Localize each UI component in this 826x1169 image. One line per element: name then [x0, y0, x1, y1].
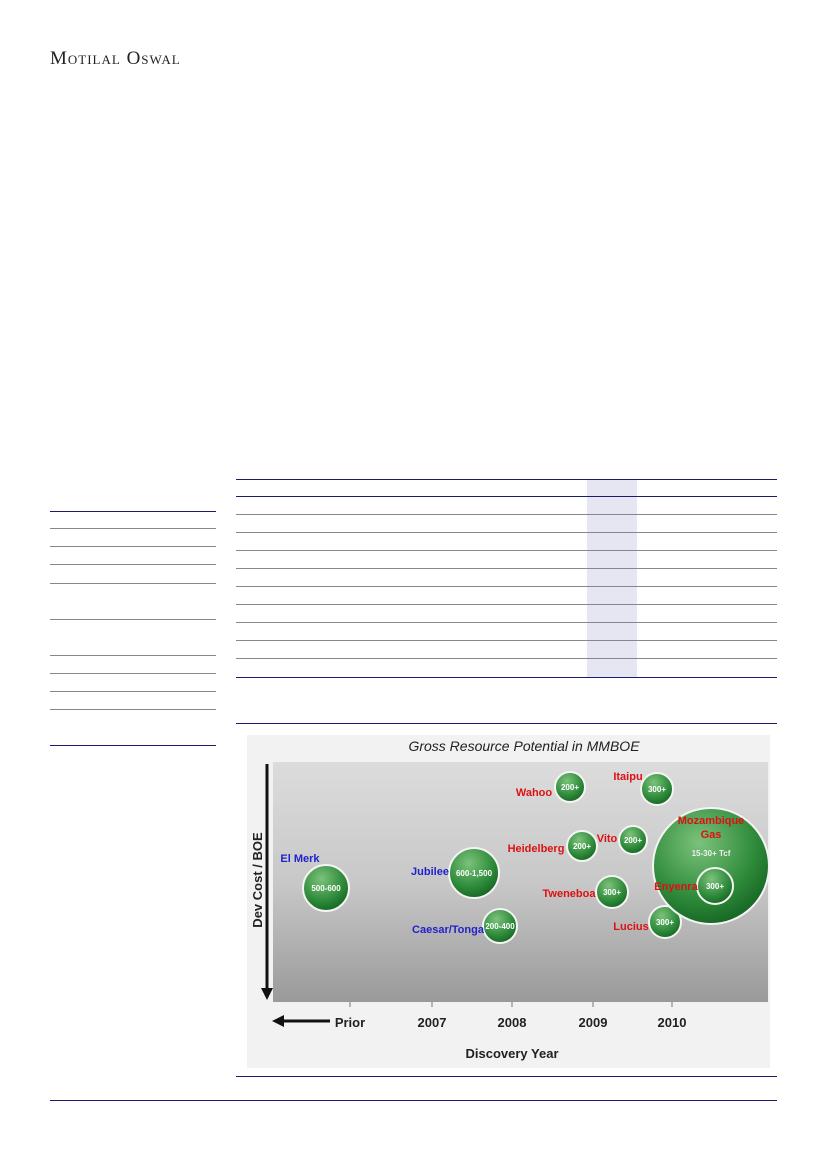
- highlight-column: [587, 480, 637, 677]
- bubble-jubilee: Jubilee 600-1,500: [411, 847, 500, 899]
- bubble-itaipu: Itaipu 300+: [613, 771, 674, 806]
- bubble-vito: Vito 200+: [597, 825, 648, 855]
- divider: [50, 528, 216, 529]
- bubble-value: 300+: [648, 785, 666, 794]
- bubble-el-merk: El Merk 500-600: [280, 853, 350, 912]
- bubble-label: Tweneboa: [543, 888, 597, 900]
- bubble-mark: [554, 771, 586, 803]
- bubble-label: El Merk: [280, 853, 320, 865]
- x-tick-label: Prior: [335, 1015, 365, 1030]
- divider: [236, 514, 777, 515]
- bubble-wahoo: Wahoo 200+: [516, 771, 586, 803]
- bubble-value: 600-1,500: [456, 869, 493, 878]
- bubble-label: Vito: [597, 833, 618, 845]
- divider: [50, 709, 216, 710]
- x-tick-label: 2010: [658, 1015, 687, 1030]
- bubble-mark: [640, 772, 674, 806]
- divider: [50, 619, 216, 620]
- x-tick-label: 2007: [418, 1015, 447, 1030]
- divider: [236, 586, 777, 587]
- bubble-label: Lucius: [613, 921, 648, 933]
- divider: [50, 1100, 777, 1101]
- bubble-label: Wahoo: [516, 787, 553, 799]
- bubble-value: 300+: [706, 882, 724, 891]
- bubble-value: 200+: [573, 842, 591, 851]
- bubble-label: Heidelberg: [508, 843, 565, 855]
- bubble-mark: [618, 825, 648, 855]
- divider: [50, 564, 216, 565]
- bubble-value: 500-600: [311, 884, 341, 893]
- divider: [50, 691, 216, 692]
- bubble-value: 15-30+ Tcf: [692, 849, 731, 858]
- x-tick-label: 2008: [498, 1015, 527, 1030]
- divider: [236, 496, 777, 497]
- bubble-mark: [302, 864, 350, 912]
- divider: [236, 550, 777, 551]
- bubble-value: 300+: [603, 888, 621, 897]
- divider: [50, 745, 216, 746]
- bubble-lucius: Lucius 300+: [613, 905, 682, 939]
- bubble-mark: [566, 830, 598, 862]
- divider: [50, 673, 216, 674]
- bubble-tweneboa: Tweneboa 300+: [543, 875, 629, 909]
- divider: [236, 1076, 777, 1077]
- chart-title: Gross Resource Potential in MMBOE: [408, 738, 640, 754]
- bubble-mark: [448, 847, 500, 899]
- left-arrow-icon: [272, 1015, 284, 1027]
- x-axis-label: Discovery Year: [466, 1046, 559, 1061]
- bubble-value: 200+: [624, 836, 642, 845]
- divider: [236, 604, 777, 605]
- divider: [236, 640, 777, 641]
- bubble-mark: [482, 908, 518, 944]
- divider: [50, 583, 216, 584]
- bubble-mark: [595, 875, 629, 909]
- divider: [236, 658, 777, 659]
- divider: [236, 723, 777, 724]
- y-axis-label: Dev Cost / BOE: [250, 832, 265, 928]
- divider: [236, 677, 777, 678]
- bubble-mark: [648, 905, 682, 939]
- bubble-label: Enyenra: [654, 881, 698, 893]
- bubble-mark: [652, 807, 770, 925]
- down-arrow-icon: [261, 988, 273, 1000]
- divider: [236, 622, 777, 623]
- brand-logo: Motilal Oswal: [50, 48, 181, 69]
- bubble-mark: [696, 867, 734, 905]
- bubble-heidelberg: Heidelberg 200+: [508, 830, 598, 862]
- bubble-value: 200+: [561, 783, 579, 792]
- divider: [50, 546, 216, 547]
- bubble-label: Caesar/Tonga: [412, 924, 485, 936]
- bubble-value: 200-400: [485, 922, 515, 931]
- divider: [50, 655, 216, 656]
- divider: [50, 511, 216, 512]
- bubble-enyenra: Enyenra 300+: [654, 867, 734, 905]
- bubble-value: 300+: [656, 918, 674, 927]
- divider: [236, 568, 777, 569]
- bubble-label: Itaipu: [613, 771, 642, 783]
- bubble-label: Jubilee: [411, 866, 449, 878]
- divider: [236, 479, 777, 480]
- divider: [236, 532, 777, 533]
- x-tick-label: 2009: [579, 1015, 608, 1030]
